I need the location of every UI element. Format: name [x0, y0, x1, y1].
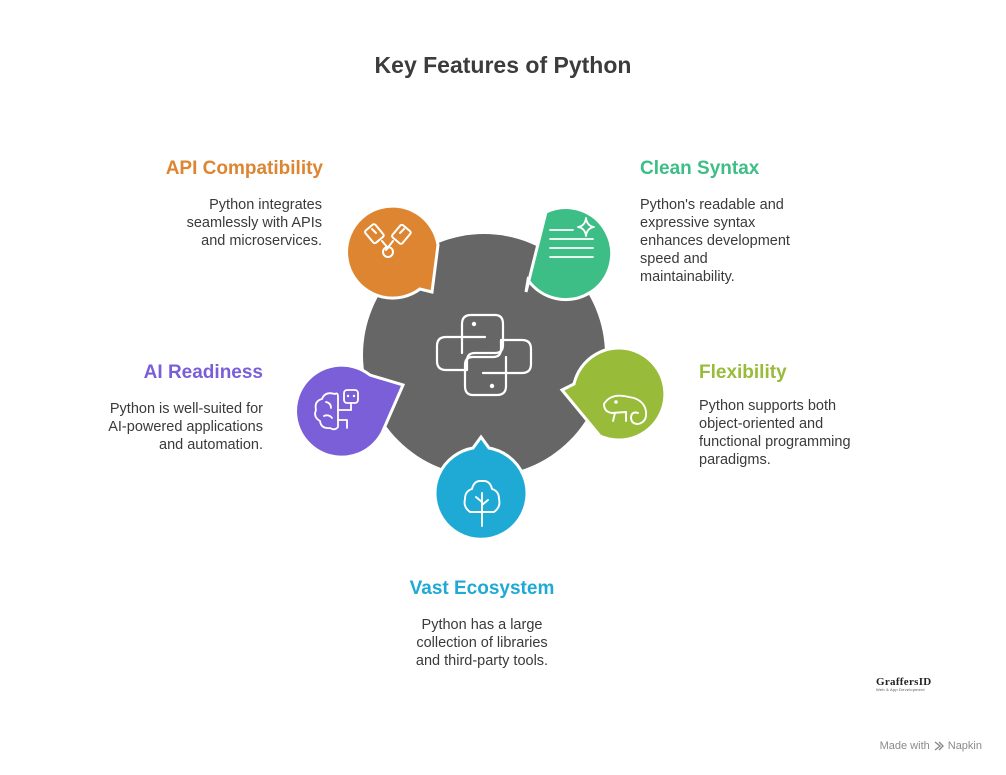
tree-icon: [463, 479, 501, 527]
made-with-footer: Made with Napkin: [880, 740, 982, 752]
drop-shape-eco: [433, 434, 529, 541]
feature-drop-flex: [559, 346, 667, 442]
napkin-brand: Napkin: [947, 740, 982, 752]
graffersid-logo: GraffersID Web & App Development: [876, 676, 946, 696]
python-logo-icon: [435, 313, 533, 397]
feature-title-eco: Vast Ecosystem: [409, 578, 555, 599]
feature-title-api: API Compatibility: [165, 158, 323, 179]
made-with-label: Made with: [879, 740, 930, 752]
feature-title-ai: AI Readiness: [143, 362, 263, 383]
drop-shape-flex: [559, 346, 667, 442]
feature-drop-syntax: [524, 206, 614, 302]
feature-desc-flex: Python supports both object-oriented and…: [699, 398, 851, 468]
feature-drop-ai: [294, 363, 406, 459]
feature-title-flex: Flexibility: [699, 362, 787, 383]
napkin-logo-icon: [934, 741, 944, 751]
feature-title-syntax: Clean Syntax: [640, 158, 760, 179]
text-sparkle-icon: [549, 217, 595, 258]
feature-drop-api: [345, 204, 440, 300]
chameleon-icon: [603, 394, 648, 425]
brain-robot-icon: [314, 389, 359, 431]
feature-desc-ai: Python is well-suited for AI-powered app…: [108, 401, 263, 453]
drop-shape-ai: [294, 363, 406, 459]
feature-desc-syntax: Python's readable and expressive syntax …: [640, 197, 790, 285]
connector-plugs-icon: [364, 223, 412, 258]
feature-desc-eco: Python has a large collection of librari…: [415, 617, 549, 669]
page-title: Key Features of Python: [374, 52, 632, 78]
feature-drop-eco: [433, 434, 529, 541]
logo-name: GraffersID: [876, 676, 932, 688]
drop-shape-syntax: [524, 206, 614, 302]
logo-tagline: Web & App Development: [876, 687, 925, 692]
feature-desc-api: Python integrates seamlessly with APIs a…: [186, 197, 322, 249]
